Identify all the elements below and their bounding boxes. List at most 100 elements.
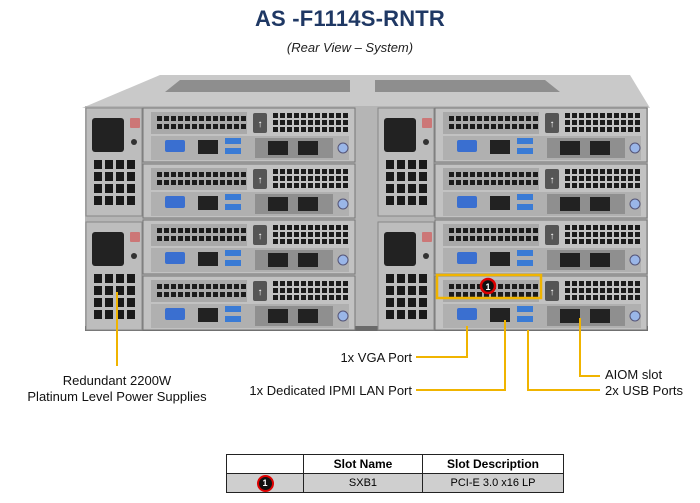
vent-hole	[199, 172, 204, 177]
ipmi-lan-port-icon	[198, 252, 218, 266]
arrow-up-icon: ↑	[258, 231, 263, 242]
vent-hole	[628, 169, 633, 174]
psu-vent-hole	[105, 286, 113, 295]
vent-hole	[586, 183, 591, 188]
slot-highlight-box	[435, 273, 543, 300]
vent-hole	[301, 295, 306, 300]
vent-hole	[241, 124, 246, 129]
row-marker-badge: 1	[256, 474, 274, 492]
vent-hole	[621, 225, 626, 230]
pcie-slot-bracket	[151, 168, 247, 190]
vent-hole	[164, 284, 169, 289]
vent-hole	[614, 127, 619, 132]
vent-hole	[463, 116, 468, 121]
vent-hole	[192, 116, 197, 121]
psu-vent-hole	[127, 196, 135, 205]
vent-hole	[185, 236, 190, 241]
vent-hole	[315, 288, 320, 293]
vent-hole	[579, 113, 584, 118]
vent-hole	[565, 183, 570, 188]
vent-hole	[498, 124, 503, 129]
vent-hole	[572, 288, 577, 293]
vent-hole	[512, 284, 517, 289]
vent-hole	[192, 236, 197, 241]
vent-hole	[280, 239, 285, 244]
vent-hole	[579, 183, 584, 188]
vent-hole	[456, 236, 461, 241]
vent-hole	[607, 295, 612, 300]
vent-hole	[565, 169, 570, 174]
vent-hole	[533, 292, 538, 297]
vent-hole	[322, 281, 327, 286]
psu-led-icon	[131, 139, 137, 145]
vent-hole	[512, 180, 517, 185]
vent-hole	[621, 113, 626, 118]
psu-vent-hole	[105, 196, 113, 205]
vent-hole	[322, 113, 327, 118]
vent-hole	[526, 180, 531, 185]
vent-hole	[586, 281, 591, 286]
psu-vent-hole	[408, 160, 416, 169]
psu-vent-hole	[105, 274, 113, 283]
vent-hole	[635, 225, 640, 230]
vent-hole	[234, 284, 239, 289]
arrow-up-icon: ↑	[550, 119, 555, 130]
vent-hole	[498, 228, 503, 233]
vent-hole	[315, 281, 320, 286]
vent-hole	[336, 239, 341, 244]
aiom-lan-port-icon	[560, 253, 580, 267]
usb-port-icon	[225, 250, 241, 256]
vent-hole	[206, 228, 211, 233]
psu-vent-hole	[408, 184, 416, 193]
vent-hole	[593, 288, 598, 293]
vent-hole	[621, 232, 626, 237]
vent-hole	[343, 169, 348, 174]
vent-hole	[157, 116, 162, 121]
psu-vent-hole	[419, 172, 427, 181]
vent-hole	[164, 124, 169, 129]
vent-hole	[280, 120, 285, 125]
chassis-bottom-edge	[85, 326, 648, 331]
vent-hole	[635, 183, 640, 188]
node-power-button-icon	[629, 142, 641, 154]
psu-vent-hole	[397, 298, 405, 307]
vent-hole	[322, 183, 327, 188]
vent-hole	[628, 295, 633, 300]
vent-hole	[301, 225, 306, 230]
psu-led-icon	[131, 253, 137, 259]
vent-hole	[456, 292, 461, 297]
vent-hole	[614, 295, 619, 300]
vent-hole	[628, 225, 633, 230]
vent-hole	[273, 169, 278, 174]
vent-hole	[463, 124, 468, 129]
node-power-button-icon	[337, 198, 349, 210]
vent-hole	[635, 169, 640, 174]
psu-vent-hole	[94, 274, 102, 283]
vent-hole	[336, 281, 341, 286]
psu-vent-hole	[419, 184, 427, 193]
vent-hole	[600, 239, 605, 244]
vga-port-icon	[165, 196, 185, 208]
vent-hole	[171, 236, 176, 241]
vent-hole	[519, 284, 524, 289]
psu-vent-hole	[127, 310, 135, 319]
vent-hole	[600, 295, 605, 300]
vent-hole	[273, 288, 278, 293]
vent-hole	[498, 172, 503, 177]
usb-port-icon	[225, 316, 241, 322]
vent-hole	[491, 172, 496, 177]
vent-hole	[294, 281, 299, 286]
usb-port-icon	[225, 260, 241, 266]
vent-hole	[593, 127, 598, 132]
aiom-lan-port-icon	[560, 309, 580, 323]
vent-hole	[579, 127, 584, 132]
psu-vent-hole	[94, 298, 102, 307]
vent-hole	[565, 120, 570, 125]
vent-hole	[241, 116, 246, 121]
vent-hole	[343, 127, 348, 132]
vent-hole	[178, 292, 183, 297]
node-handle-icon	[545, 169, 559, 189]
psu-vent-hole	[116, 298, 124, 307]
vent-hole	[234, 228, 239, 233]
vent-hole	[533, 236, 538, 241]
